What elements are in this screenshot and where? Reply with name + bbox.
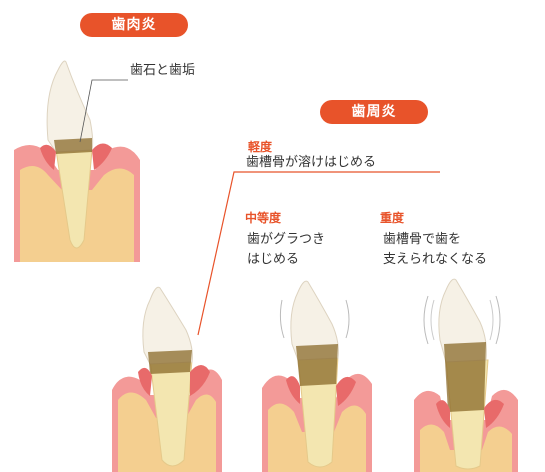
gingivitis-tooth-illustration — [14, 61, 140, 262]
moderate-periodontitis-tooth-illustration — [262, 281, 372, 472]
gingivitis-calculus — [54, 138, 92, 154]
severe-periodontitis-tooth-illustration — [414, 279, 518, 472]
mild-periodontitis-tooth-illustration — [112, 287, 222, 472]
